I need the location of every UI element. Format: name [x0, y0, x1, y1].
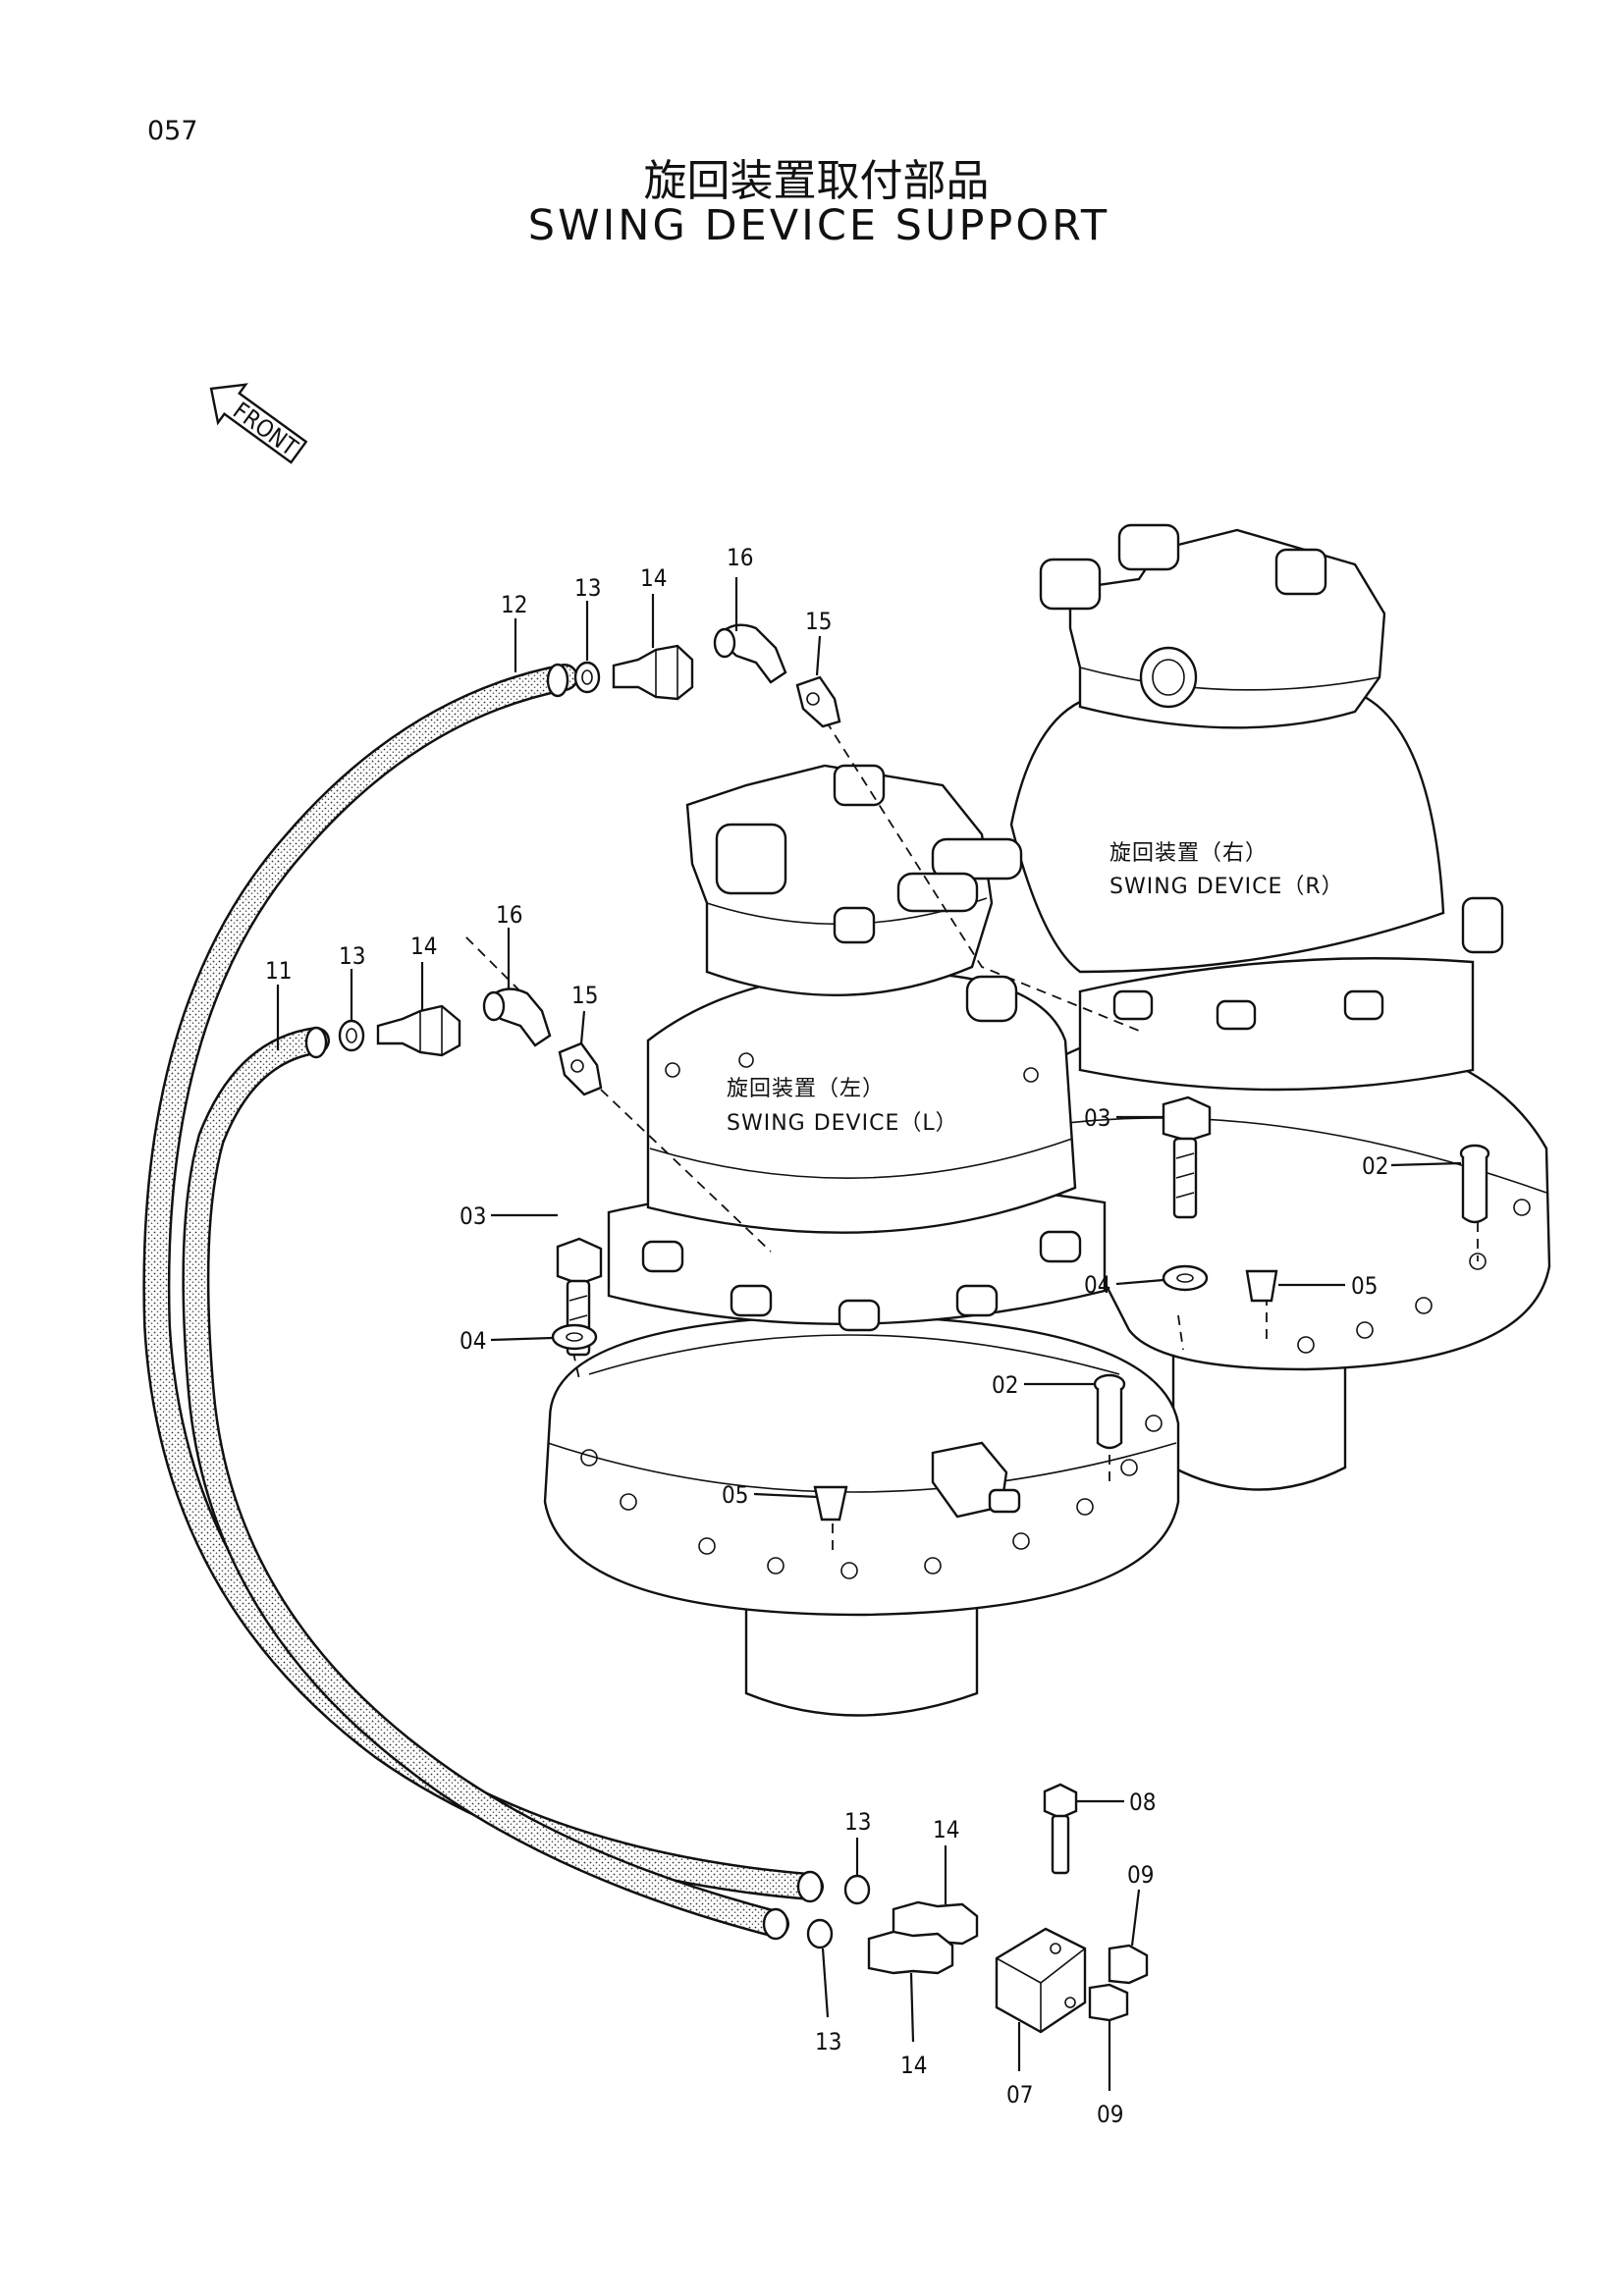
- callout-03: 03: [460, 1202, 486, 1230]
- page-title-english: SWING DEVICE SUPPORT: [527, 201, 1110, 250]
- callout-11: 11: [265, 957, 292, 985]
- callout-16: 16: [496, 901, 522, 929]
- callout-14: 14: [640, 564, 667, 592]
- callout-14: 14: [933, 1816, 959, 1843]
- callout-09: 09: [1097, 2101, 1123, 2128]
- plug-05-left: [813, 1485, 848, 1522]
- pin-02-right: [1459, 1144, 1490, 1224]
- page-number: 057: [147, 116, 198, 146]
- callout-02: 02: [1362, 1152, 1388, 1180]
- callout-13: 13: [844, 1808, 871, 1836]
- callout-13: 13: [815, 2028, 841, 2056]
- callout-labels: 12 13 14 16 15 11 13 14 16 15 03 04 03 0…: [265, 544, 1388, 2128]
- front-arrow-label: FRONT: [228, 397, 303, 461]
- manifold-group: [806, 1783, 1149, 2034]
- right-device-label-japanese: 旋回装置（右）: [1109, 841, 1268, 866]
- bolt-03-right: [1162, 1095, 1212, 1219]
- callout-05: 05: [1351, 1272, 1378, 1300]
- callout-03: 03: [1084, 1104, 1110, 1132]
- swing-device-right: 旋回装置（右） SWING DEVICE（R）: [1009, 523, 1551, 1491]
- front-arrow-icon: FRONT: [209, 383, 308, 464]
- pin-02-left: [1093, 1373, 1126, 1450]
- callout-14: 14: [410, 933, 437, 960]
- washer-04-left: [551, 1323, 598, 1351]
- left-device-label-english: SWING DEVICE（L）: [727, 1111, 958, 1136]
- callout-04: 04: [1084, 1271, 1110, 1299]
- right-device-label-english: SWING DEVICE（R）: [1109, 875, 1344, 899]
- fitting-group-middle: [338, 988, 603, 1096]
- washer-04-right: [1162, 1264, 1209, 1292]
- callout-12: 12: [501, 591, 527, 618]
- plug-05-right: [1245, 1269, 1278, 1303]
- assembly-lines: [460, 706, 1479, 1551]
- swing-device-left: 旋回装置（左） SWING DEVICE（L）: [543, 764, 1180, 1717]
- callout-05: 05: [722, 1481, 748, 1509]
- callout-14: 14: [900, 2052, 927, 2079]
- callout-13: 13: [339, 942, 365, 970]
- callout-15: 15: [805, 608, 832, 635]
- callout-15: 15: [571, 982, 598, 1009]
- page-title-japanese: 旋回装置取付部品: [643, 156, 990, 206]
- hose-11: [182, 1026, 789, 1941]
- callout-16: 16: [727, 544, 753, 571]
- callout-02: 02: [992, 1371, 1018, 1399]
- leader-lines: [276, 577, 1462, 2091]
- callout-08: 08: [1129, 1789, 1156, 1816]
- left-device-label-japanese: 旋回装置（左）: [727, 1077, 885, 1101]
- callout-09: 09: [1127, 1861, 1154, 1889]
- callout-04: 04: [460, 1327, 486, 1355]
- callout-07: 07: [1006, 2081, 1033, 2109]
- callout-13: 13: [574, 574, 601, 602]
- fitting-group-upper: [573, 623, 841, 728]
